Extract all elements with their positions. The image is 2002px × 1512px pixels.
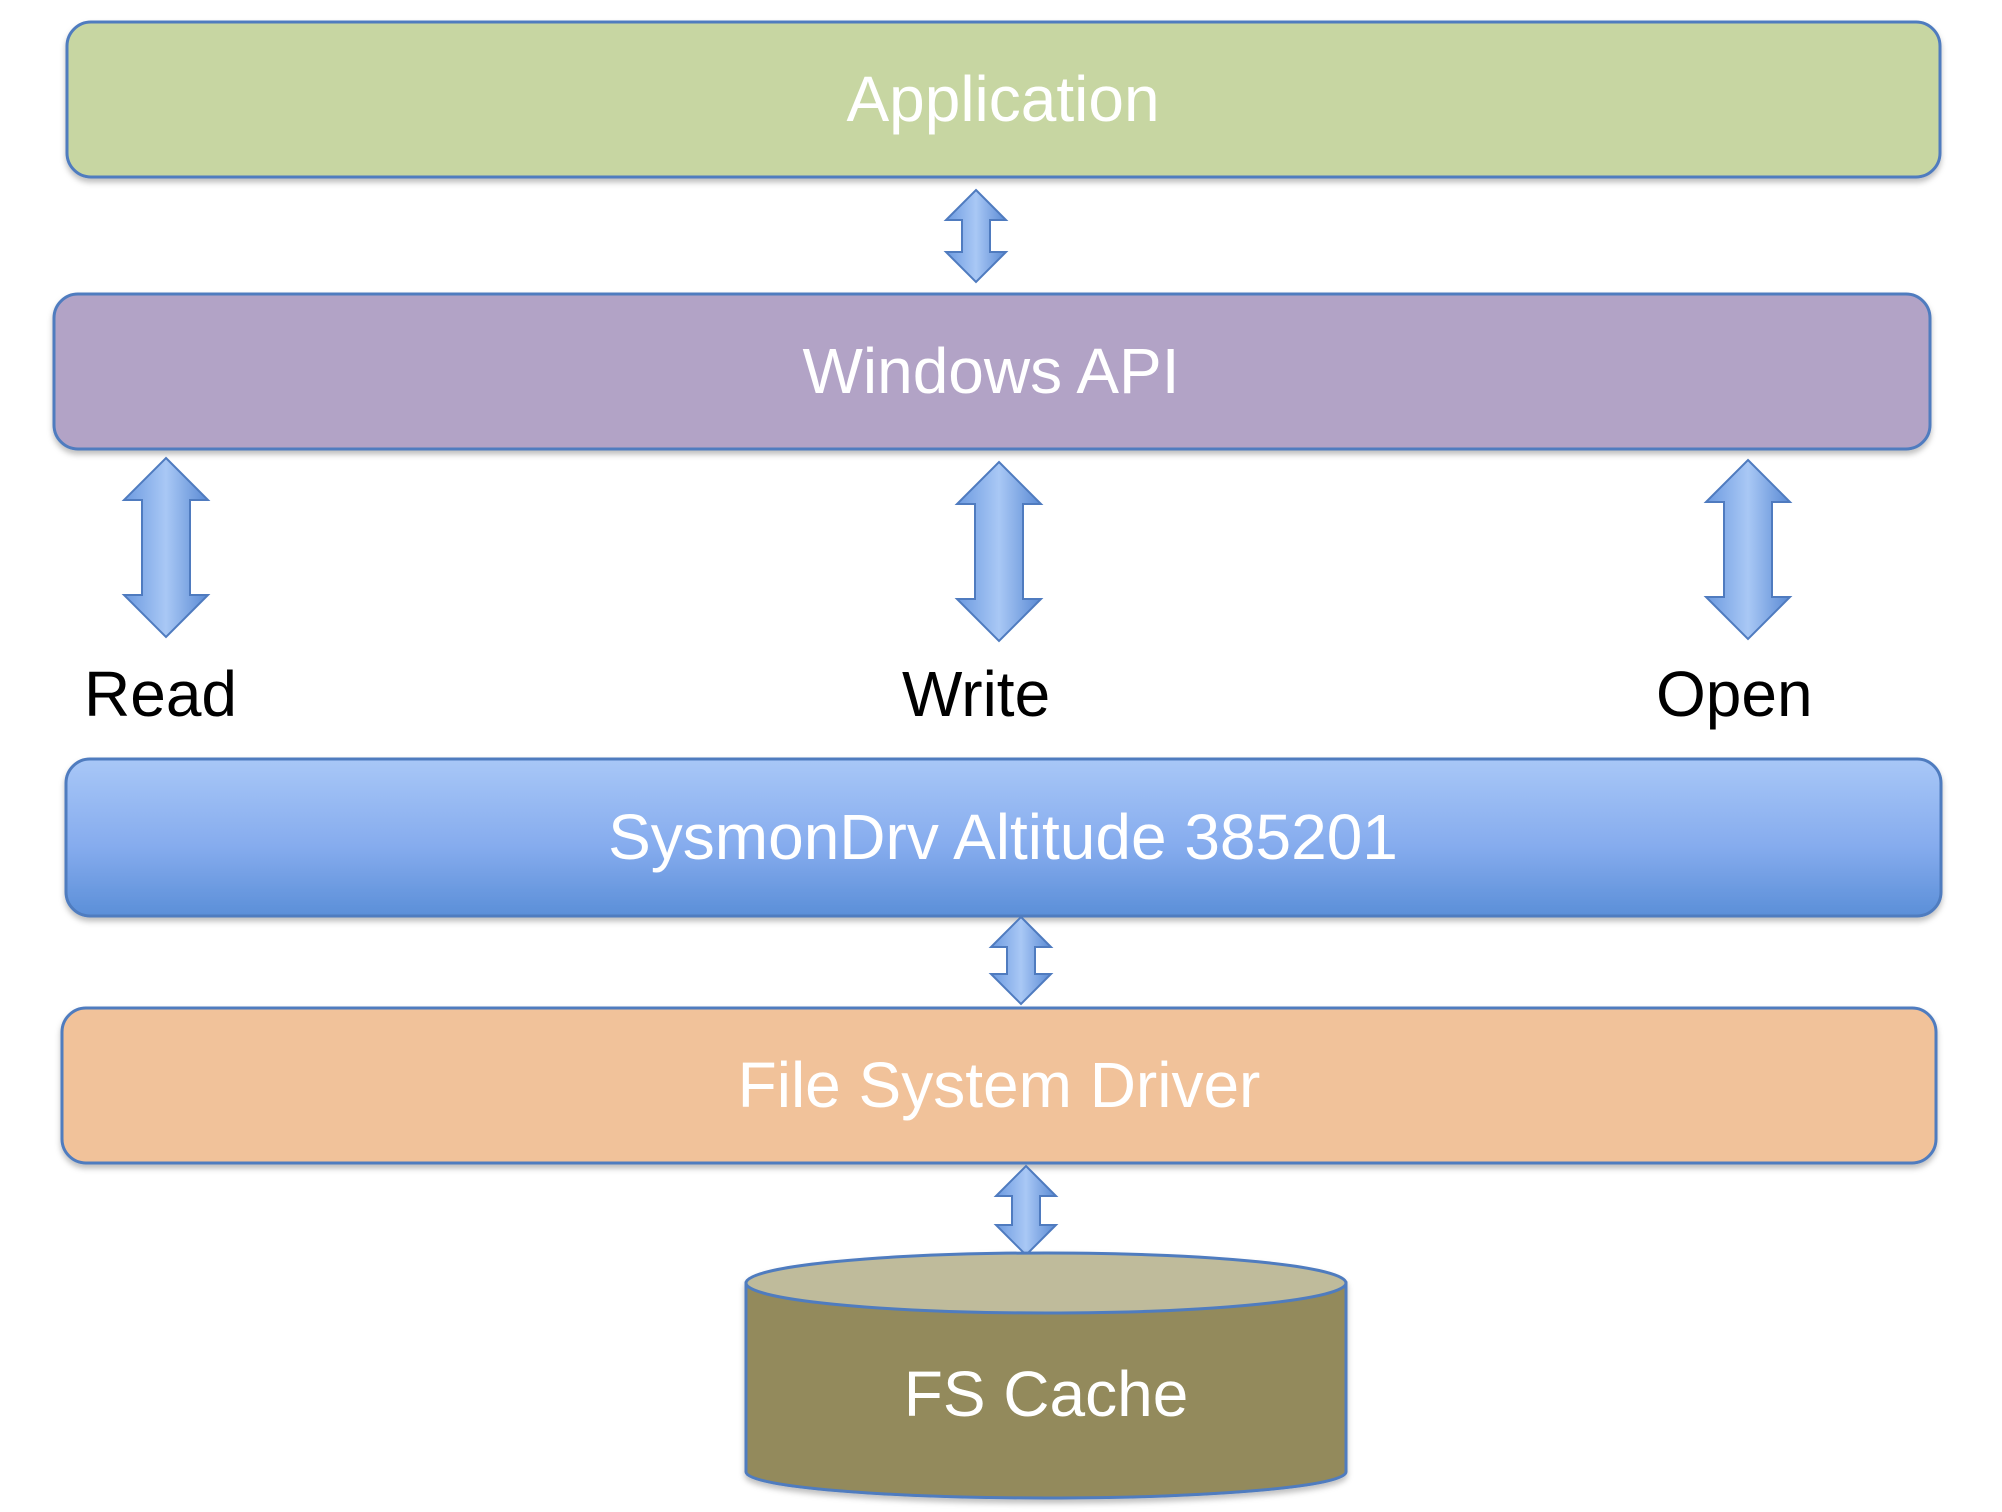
fs-cache-label: FS Cache — [904, 1358, 1189, 1430]
sysmondrv-layer: SysmonDrv Altitude 385201 — [64, 757, 1943, 918]
fs-cache-cylinder: FS Cache — [744, 1251, 1348, 1500]
file-system-driver-label: File System Driver — [738, 1049, 1261, 1121]
application-layer: Application — [65, 20, 1942, 179]
double-arrow-icon — [943, 188, 1009, 284]
windows-api-layer: Windows API — [52, 292, 1932, 451]
double-arrow-icon — [993, 1164, 1059, 1257]
open-label: Open — [1656, 658, 1813, 730]
read-label: Read — [84, 658, 237, 730]
application-label: Application — [846, 63, 1159, 135]
file-system-driver-layer: File System Driver — [60, 1006, 1938, 1165]
write-arrow-icon — [954, 460, 1044, 643]
write-label: Write — [902, 658, 1050, 730]
read-arrow-icon — [121, 456, 211, 639]
windows-api-label: Windows API — [802, 335, 1179, 407]
sysmondrv-label: SysmonDrv Altitude 385201 — [608, 801, 1398, 873]
double-arrow-icon — [988, 915, 1054, 1006]
open-arrow-icon — [1703, 458, 1793, 641]
